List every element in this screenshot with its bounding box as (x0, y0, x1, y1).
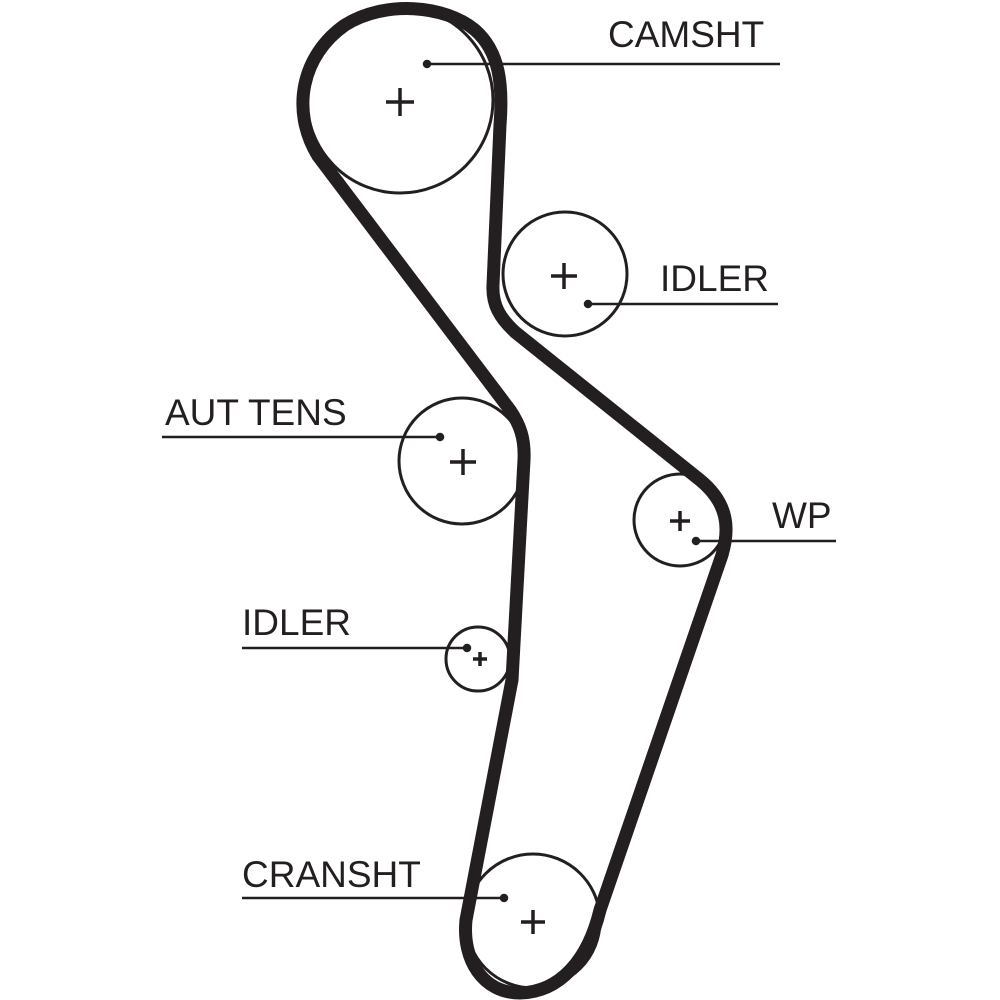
idler-lower-leader-dot (462, 643, 472, 653)
cranksht-center-cross (521, 910, 545, 934)
cranksht-leader-dot (499, 893, 509, 903)
camshaft-leader-dot (422, 59, 432, 69)
auto-tensioner-label: AUT TENS (165, 392, 347, 433)
idler-upper-leader-dot (583, 299, 593, 309)
wp-center-cross (670, 511, 690, 531)
camshaft-center-cross (386, 88, 414, 116)
idler-upper-label: IDLER (660, 258, 769, 299)
idler-lower-center-cross (473, 652, 487, 666)
idler-upper-center-cross (551, 263, 577, 289)
camshaft-label: CAMSHT (608, 14, 765, 55)
wp-leader-dot (691, 536, 701, 546)
idler-pulley-upper (501, 210, 629, 338)
aut-tens-leader-dot (435, 432, 445, 442)
idler-lower-label: IDLER (242, 602, 351, 643)
aut-tens-center-cross (450, 449, 476, 475)
water-pump-label: WP (772, 495, 832, 536)
crankshaft-label: CRANSHT (242, 854, 421, 895)
timing-belt (296, 2, 733, 1000)
